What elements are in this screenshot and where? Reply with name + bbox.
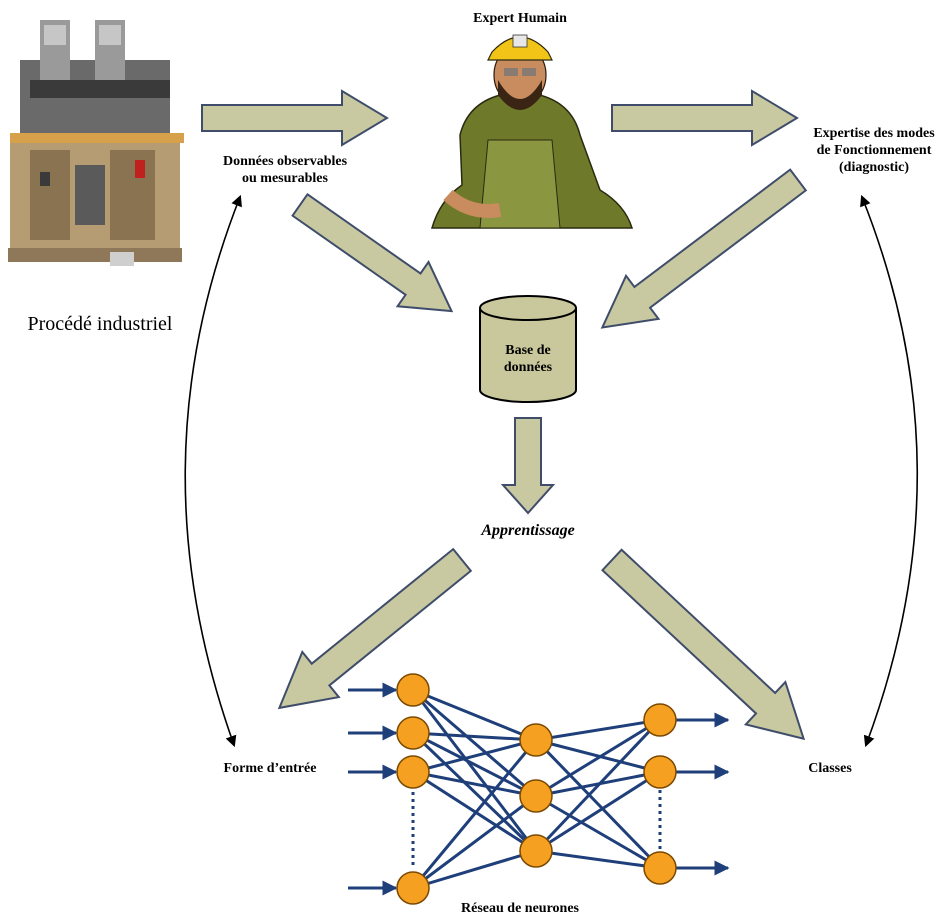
label-database-line2: données [503, 360, 553, 375]
label-expertise-line3: (diagnostic) [839, 160, 909, 175]
connection-line [412, 849, 537, 890]
neuron-layer-1 [396, 673, 430, 707]
connection-line [412, 738, 537, 774]
label-procede-industriel: Procédé industriel [27, 313, 173, 335]
neuron-layer-3 [643, 703, 677, 737]
arrow-expertise-to-database [600, 168, 808, 329]
arrow-data-to-database [291, 192, 454, 313]
connection-line [535, 794, 661, 870]
label-reseau-de-neurones: Réseau de neurones [461, 901, 579, 916]
arrow-learning-to-classes [601, 548, 806, 741]
connection-line [411, 739, 538, 889]
connection-line [534, 718, 662, 853]
connection-line [412, 731, 537, 798]
connection-line [412, 770, 537, 853]
neuron-layer-1 [396, 755, 430, 789]
neuron-layer-1 [396, 871, 430, 905]
neuron-layer-3 [643, 755, 677, 789]
arrow-expert-to-expertise [611, 89, 799, 147]
connection-line [412, 770, 537, 798]
label-expert-humain: Expert Humain [473, 11, 567, 26]
label-donnees-line2: ou mesurables [242, 171, 328, 186]
connection-line [534, 738, 662, 870]
label-classes: Classes [808, 761, 852, 776]
arrow-learning-to-input [277, 547, 473, 710]
neural-network [348, 673, 730, 905]
neuron-layer-1 [396, 716, 430, 750]
connection-line [412, 731, 537, 742]
connection-line [412, 688, 537, 798]
label-donnees-observables: Données observables ou mesurables [205, 153, 365, 187]
database-cylinder [479, 295, 577, 403]
label-expertise-line1: Expertise des modes [813, 126, 935, 141]
label-apprentissage: Apprentissage [481, 522, 575, 539]
connection-line [535, 718, 661, 798]
arrow-database-to-learning [500, 417, 556, 515]
connection-line [411, 731, 538, 853]
neuron-layer-2 [519, 723, 553, 757]
industrial-machine-image [8, 20, 184, 266]
connection-line [535, 770, 661, 853]
arrow-process-to-expert [201, 89, 389, 147]
connection-line [412, 794, 537, 890]
neuron-layer-2 [519, 834, 553, 868]
label-expertise-line2: de Fonctionnement [816, 143, 932, 158]
neuron-layer-3 [643, 851, 677, 885]
block-arrows [201, 89, 808, 741]
connection-line [412, 688, 537, 742]
label-expertise: Expertise des modes de Fonctionnement (d… [800, 125, 948, 176]
neuron-layer-2 [519, 779, 553, 813]
connection-line [535, 718, 661, 742]
label-forme-entree: Forme d’entrée [223, 761, 317, 776]
label-base-de-donnees: Base de données [480, 342, 576, 376]
right-curved-double-arrow [860, 194, 919, 748]
label-donnees-line1: Données observables [222, 154, 348, 169]
connection-line [535, 849, 661, 870]
label-database-line1: Base de [505, 343, 551, 358]
expert-human-image [431, 34, 634, 229]
connection-line [535, 738, 661, 774]
left-curved-double-arrow [184, 194, 242, 748]
connection-line [411, 689, 538, 852]
